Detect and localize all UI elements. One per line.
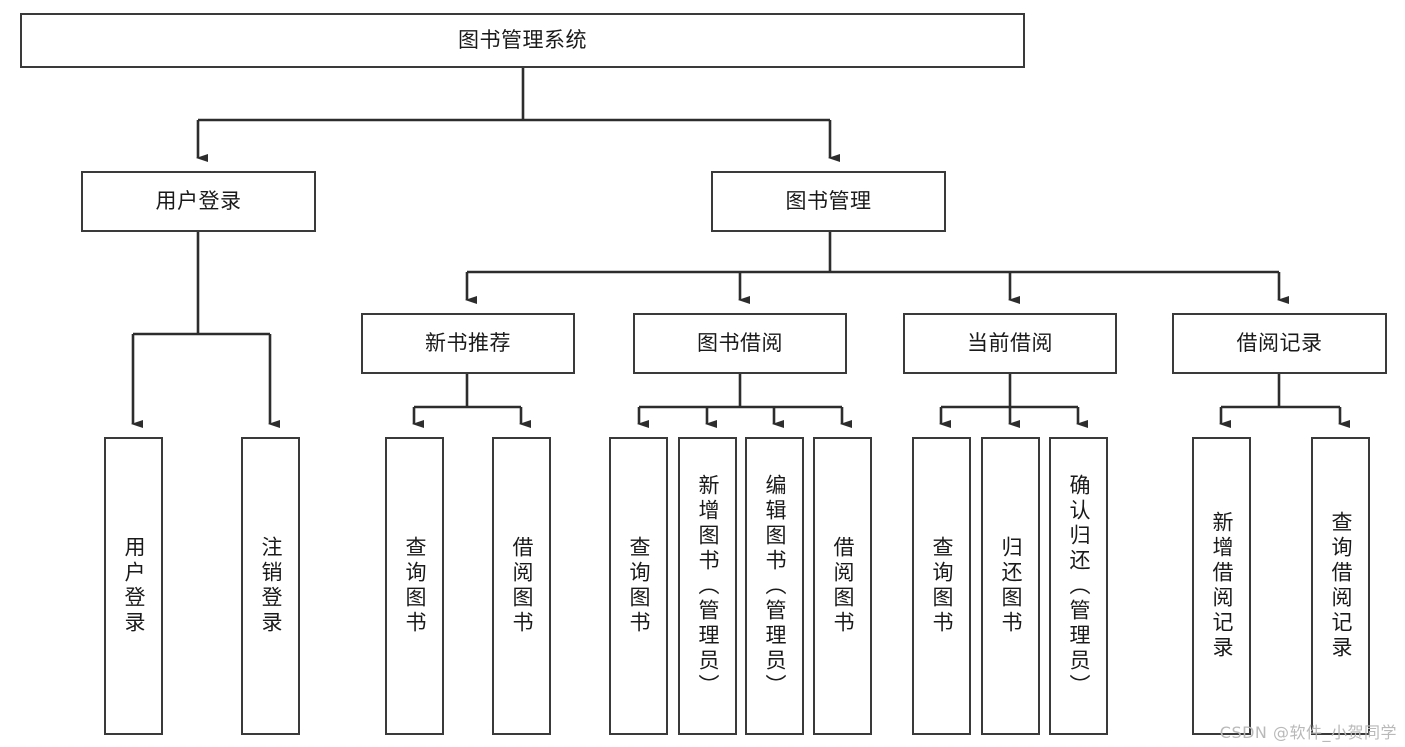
node-label: 用户登录 [155, 189, 242, 214]
leaf-user-login-logout[interactable]: 注销登录 [241, 437, 300, 735]
leaf-book-borrow-edit-book-admin[interactable]: 编辑图书（管理员） [745, 437, 804, 735]
node-label: 借阅图书 [831, 536, 855, 636]
node-current-borrowing[interactable]: 当前借阅 [903, 313, 1117, 374]
node-book-management[interactable]: 图书管理 [711, 171, 946, 232]
leaf-borrow-record-query-record[interactable]: 查询借阅记录 [1311, 437, 1370, 735]
node-root-book-management-system[interactable]: 图书管理系统 [20, 13, 1025, 68]
node-label: 用户登录 [122, 536, 146, 636]
node-label: 当前借阅 [967, 331, 1053, 356]
leaf-book-borrow-borrow-books[interactable]: 借阅图书 [813, 437, 872, 735]
node-label: 查询借阅记录 [1329, 511, 1353, 661]
node-book-borrowing[interactable]: 图书借阅 [633, 313, 847, 374]
leaf-new-book-borrow-books[interactable]: 借阅图书 [492, 437, 551, 735]
leaf-current-borrow-confirm-return-admin[interactable]: 确认归还（管理员） [1049, 437, 1108, 735]
leaf-book-borrow-query-books[interactable]: 查询图书 [609, 437, 668, 735]
leaf-new-book-query-books[interactable]: 查询图书 [385, 437, 444, 735]
node-label: 归还图书 [999, 536, 1023, 636]
leaf-borrow-record-add-record[interactable]: 新增借阅记录 [1192, 437, 1251, 735]
leaf-user-login-login[interactable]: 用户登录 [104, 437, 163, 735]
node-label: 新书推荐 [425, 331, 511, 356]
csdn-watermark: CSDN @软件_小贺同学 [1219, 723, 1397, 742]
leaf-current-borrow-return-books[interactable]: 归还图书 [981, 437, 1040, 735]
node-label: 借阅图书 [510, 536, 534, 636]
node-user-login[interactable]: 用户登录 [81, 171, 316, 232]
node-label: 确认归还（管理员） [1067, 473, 1091, 699]
node-borrowing-records[interactable]: 借阅记录 [1172, 313, 1387, 374]
node-label: 新增图书（管理员） [696, 473, 720, 699]
leaf-book-borrow-add-book-admin[interactable]: 新增图书（管理员） [678, 437, 737, 735]
node-label: 借阅记录 [1236, 331, 1323, 356]
node-label: 查询图书 [930, 536, 954, 636]
node-label: 图书借阅 [697, 331, 783, 356]
node-new-book-recommendation[interactable]: 新书推荐 [361, 313, 575, 374]
node-label: 注销登录 [259, 536, 283, 636]
node-label: 图书管理 [785, 189, 872, 214]
node-label: 图书管理系统 [458, 28, 587, 53]
node-label: 新增借阅记录 [1210, 511, 1234, 661]
node-label: 查询图书 [403, 536, 427, 636]
leaf-current-borrow-query-books[interactable]: 查询图书 [912, 437, 971, 735]
node-label: 查询图书 [627, 536, 651, 636]
node-label: 编辑图书（管理员） [763, 473, 787, 699]
